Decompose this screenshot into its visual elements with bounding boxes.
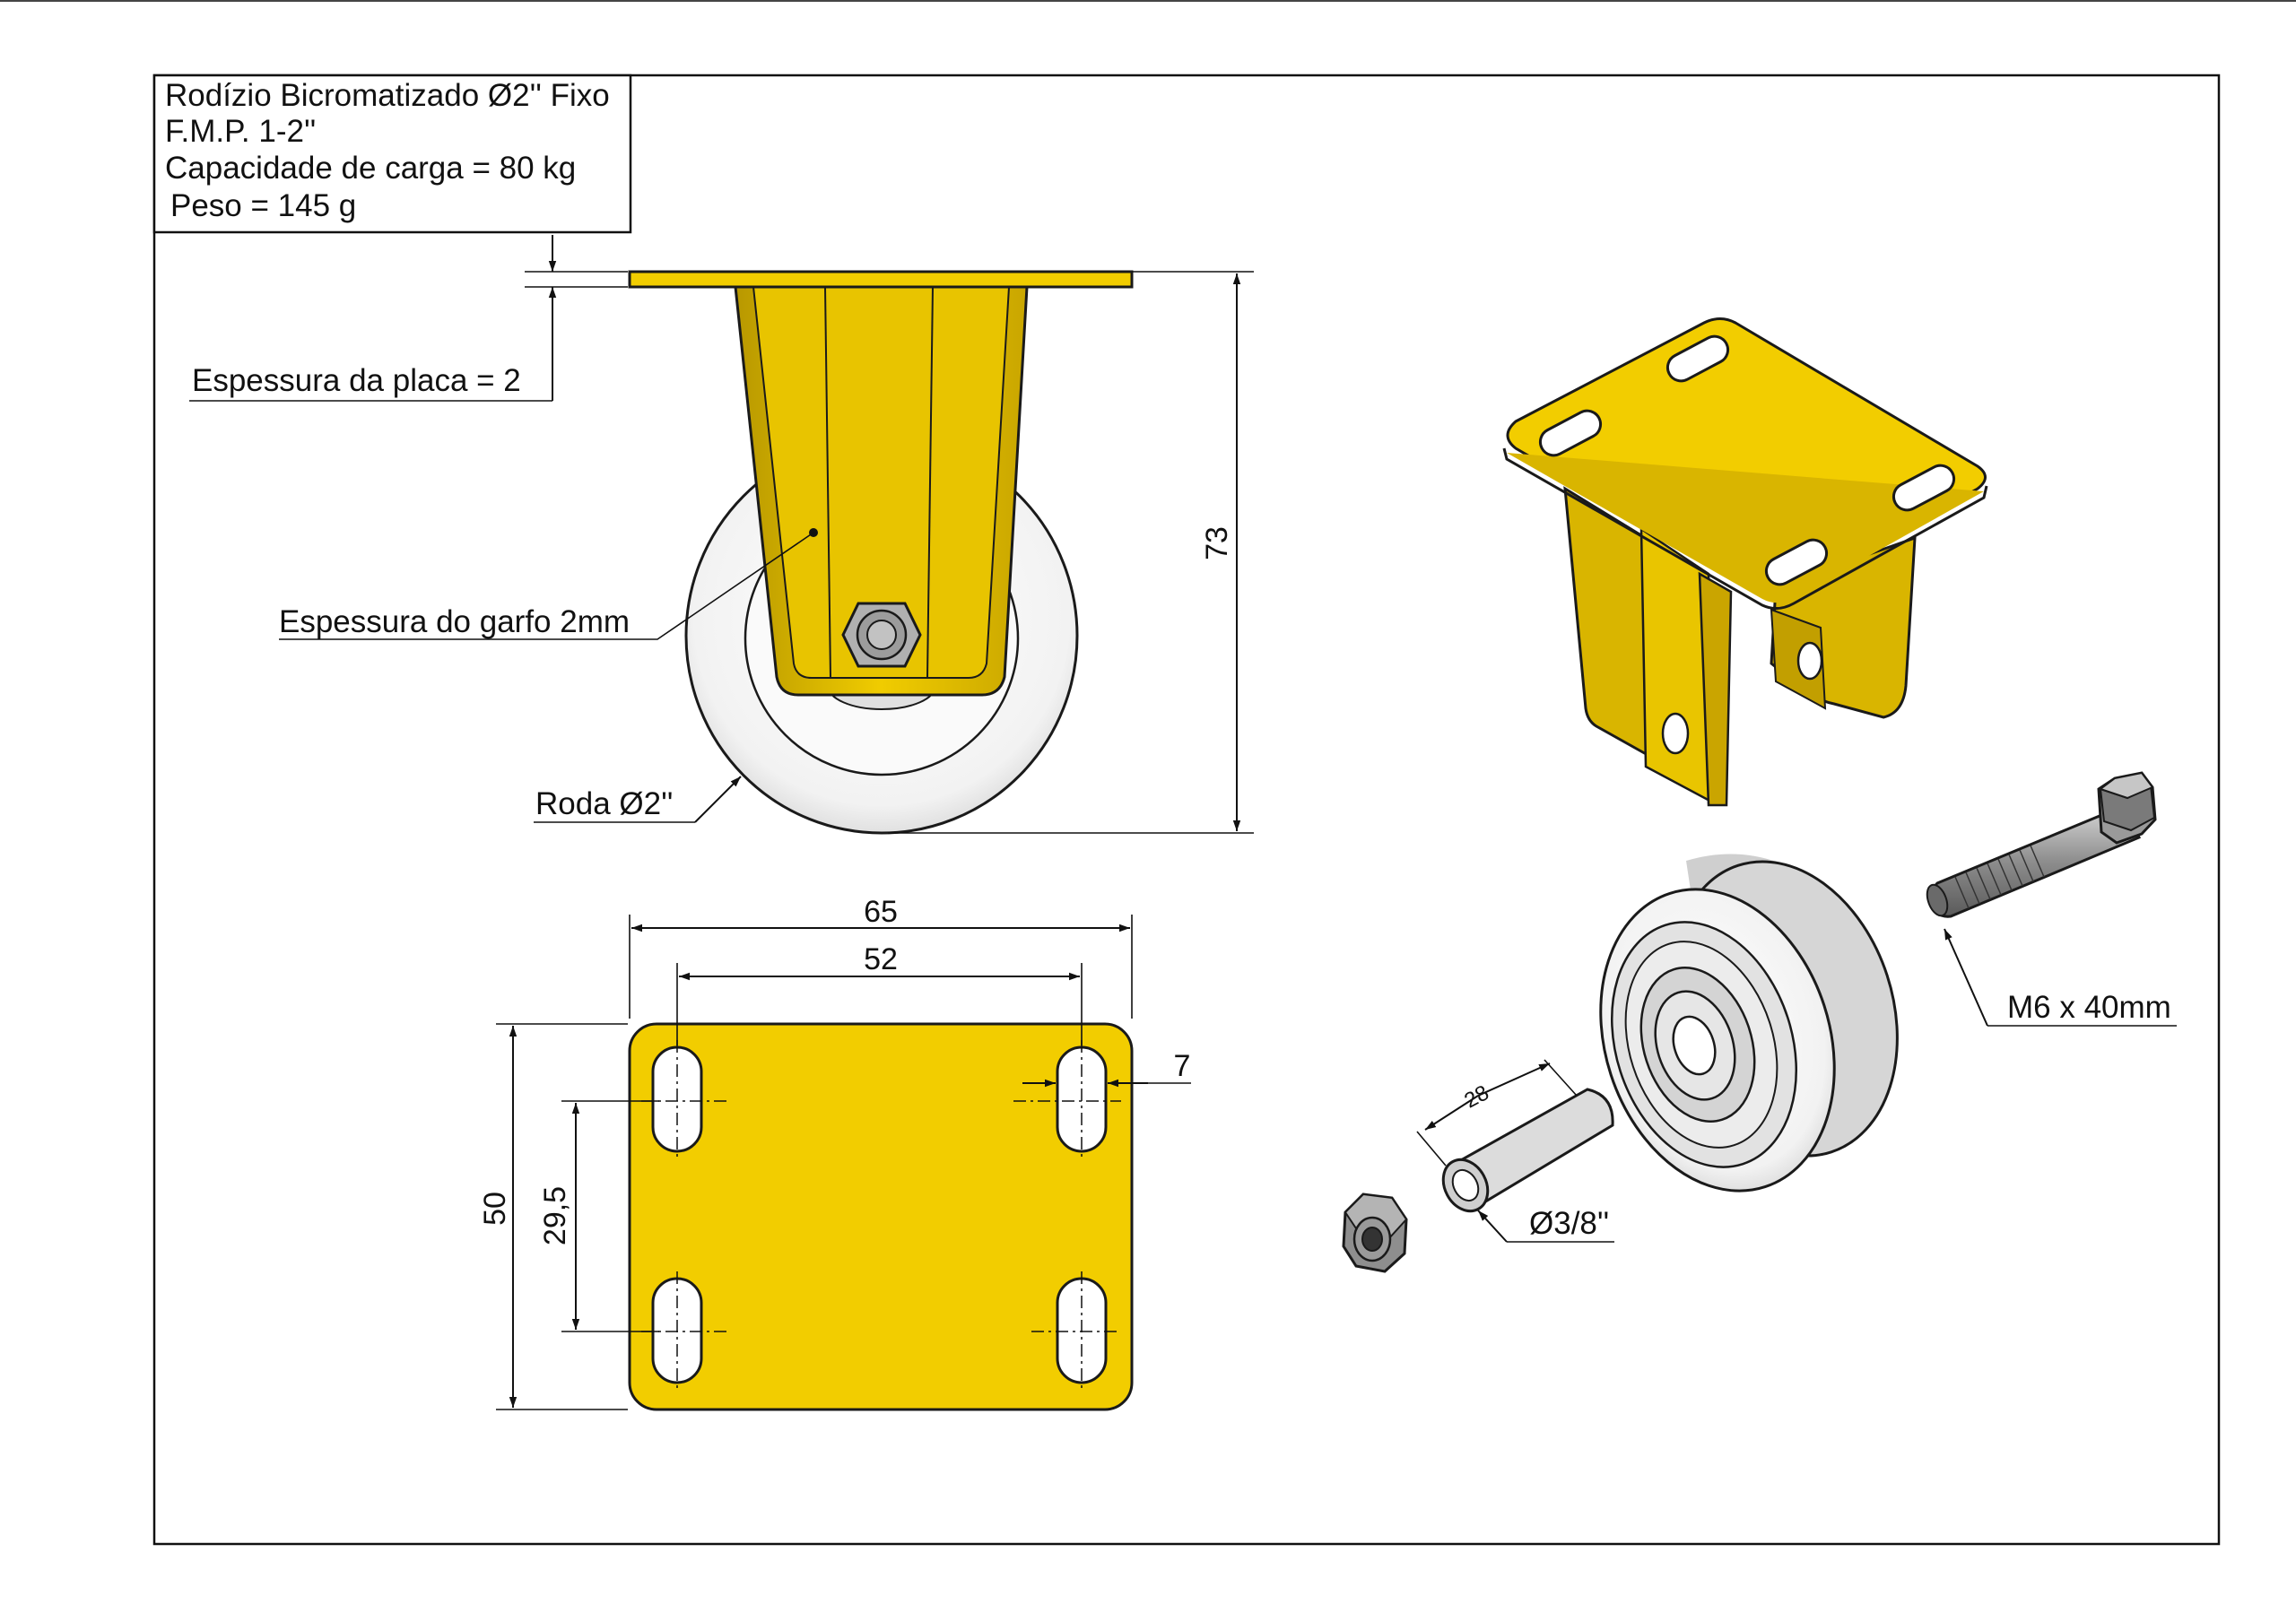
fork-thickness-label: Espessura do garfo 2mm — [279, 604, 630, 639]
mounting-plate-edge — [628, 270, 1134, 289]
bracket-slot-2 — [1665, 334, 1730, 383]
title-line-capacity: Capacidade de carga = 80 kg — [165, 151, 576, 186]
title-block: Rodízio Bicromatizado Ø2'' Fixo F.M.P. 1… — [152, 74, 632, 234]
bolt-m6 — [1926, 771, 2157, 918]
exploded-parts: M6 x 40mm 28 Ø3/8'' — [1342, 771, 2177, 1273]
hex-nut — [1342, 1193, 1408, 1273]
wheel-diameter-label: Roda Ø2'' — [535, 786, 673, 821]
plate-top-view: 65 52 7 50 29,5 — [478, 895, 1191, 1411]
bracket-slot-3 — [1764, 538, 1829, 586]
title-line-product: Rodízio Bicromatizado Ø2'' Fixo — [165, 78, 610, 113]
bushing — [1441, 1088, 1614, 1213]
bushing-diameter-label: Ø3/8'' — [1529, 1206, 1609, 1241]
hole-spacing-x-dim: 52 — [864, 942, 898, 976]
plate-width-dim: 65 — [864, 895, 898, 929]
exploded-wheel — [1599, 854, 1899, 1193]
axle-bolt-center — [866, 620, 897, 650]
fork-crease-right — [926, 286, 934, 679]
isometric-bracket — [1502, 317, 1988, 807]
mounting-plate-top — [628, 1022, 1134, 1411]
plate-thickness-label: Espessura da placa = 2 — [192, 363, 521, 398]
title-line-code: F.M.P. 1-2'' — [165, 114, 316, 149]
bolt-size-label: M6 x 40mm — [2007, 990, 2171, 1025]
hole-spacing-y-dim: 29,5 — [538, 1186, 572, 1245]
front-height-dim: 73 — [1200, 526, 1234, 560]
plate-height-dim: 50 — [478, 1192, 512, 1226]
title-line-weight: Peso = 145 g — [170, 188, 356, 223]
bushing-length-dim: 28 — [1460, 1080, 1492, 1113]
slot-width-dim: 7 — [1174, 1049, 1191, 1083]
fork-crease-left — [824, 286, 831, 679]
drawing-frame — [152, 74, 2221, 1546]
front-view: Espessura da placa = 2 Espessura do garf… — [189, 235, 1254, 835]
fork-inner-face — [752, 286, 1011, 679]
bracket-slot-1 — [1538, 409, 1603, 457]
bracket-slot-4 — [1892, 464, 1956, 512]
